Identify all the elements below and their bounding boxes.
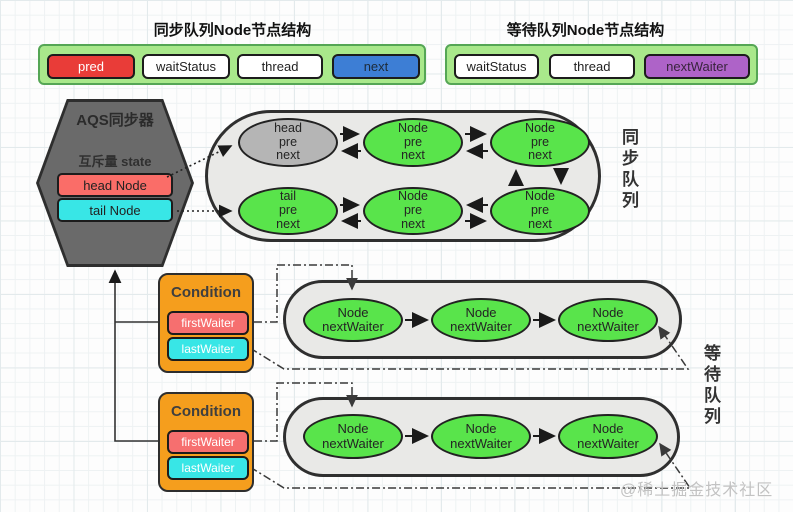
node-line: Node [337, 304, 369, 320]
node-line: pre [278, 203, 298, 218]
condition-box-2: Condition firstWaiter lastWaiter [158, 392, 254, 492]
node-line: next [528, 216, 552, 231]
wait-node: Node nextWaiter [303, 414, 403, 459]
wait-node: Node nextWaiter [558, 414, 658, 459]
node-line: pre [530, 134, 550, 149]
field-pred: pred [47, 54, 135, 79]
node-line: pre [403, 203, 423, 218]
node-line: Node [398, 120, 428, 135]
sync-head-node: head pre next [238, 118, 338, 167]
node-line: next [276, 148, 300, 163]
condition-to-hexagon-link [108, 269, 158, 442]
wait-node-structure-title: 等待队列Node节点结构 [506, 22, 665, 39]
wait-node: Node nextWaiter [303, 298, 403, 342]
node-line: nextWaiter [577, 435, 639, 451]
node-line: next [528, 148, 552, 163]
watermark: @稀土掘金技术社区 [620, 482, 774, 499]
field-waitstatus: waitStatus [142, 54, 230, 79]
node-line: pre [530, 203, 550, 218]
sync-tail-node: tail pre next [238, 187, 338, 235]
sync-node: Node pre next [363, 118, 463, 167]
node-line: Node [592, 304, 624, 320]
sync-queue-side-label: 同步队列 [619, 128, 638, 212]
first-waiter-pill: firstWaiter [167, 430, 249, 454]
last-waiter-pill: lastWaiter [167, 456, 249, 480]
node-line: nextWaiter [450, 319, 512, 334]
node-line: tail [280, 189, 296, 204]
field-thread: thread [237, 54, 323, 79]
node-line: Node [337, 421, 369, 437]
condition-box-1: Condition firstWaiter lastWaiter [158, 273, 254, 373]
sync-node-structure-box: pred waitStatus thread next [38, 44, 426, 85]
node-line: nextWaiter [450, 435, 512, 451]
field-nextwaiter: nextWaiter [644, 54, 750, 79]
wait-node: Node nextWaiter [558, 298, 658, 342]
aqs-title: AQS同步器 [76, 112, 154, 129]
aqs-synchronizer-hexagon: AQS同步器 互斥量 state head Node tail Node [36, 99, 194, 267]
node-line: Node [525, 189, 555, 204]
wait-queue-side-label: 等待队列 [701, 344, 720, 428]
node-line: Node [465, 304, 497, 320]
sync-node: Node pre next [490, 118, 590, 167]
node-line: nextWaiter [322, 319, 384, 334]
node-line: Node [465, 421, 497, 437]
aqs-state-label: 互斥量 state [78, 154, 152, 169]
sync-node: Node pre next [490, 187, 590, 235]
last-waiter-pill: lastWaiter [167, 337, 249, 361]
head-node-pill: head Node [57, 173, 173, 197]
node-line: nextWaiter [577, 319, 639, 334]
node-line: nextWaiter [322, 435, 384, 451]
sync-node: Node pre next [363, 187, 463, 235]
node-line: Node [398, 189, 428, 204]
node-line: Node [592, 421, 624, 437]
wait-node: Node nextWaiter [431, 414, 531, 459]
wait-node: Node nextWaiter [431, 298, 531, 342]
condition-title: Condition [171, 284, 241, 301]
node-line: Node [525, 120, 555, 135]
node-line: next [401, 216, 425, 231]
first-waiter-pill: firstWaiter [167, 311, 249, 335]
condition-title: Condition [171, 403, 241, 420]
field-next: next [332, 54, 420, 79]
node-line: pre [403, 134, 423, 149]
node-line: next [276, 216, 300, 231]
field-waitstatus: waitStatus [454, 54, 539, 79]
wait-node-structure-box: waitStatus thread nextWaiter [445, 44, 758, 85]
field-thread: thread [549, 54, 635, 79]
tail-node-pill: tail Node [57, 198, 173, 222]
node-line: pre [278, 134, 298, 149]
sync-node-structure-title: 同步队列Node节点结构 [153, 22, 312, 39]
node-line: next [401, 148, 425, 163]
node-line: head [274, 120, 302, 135]
